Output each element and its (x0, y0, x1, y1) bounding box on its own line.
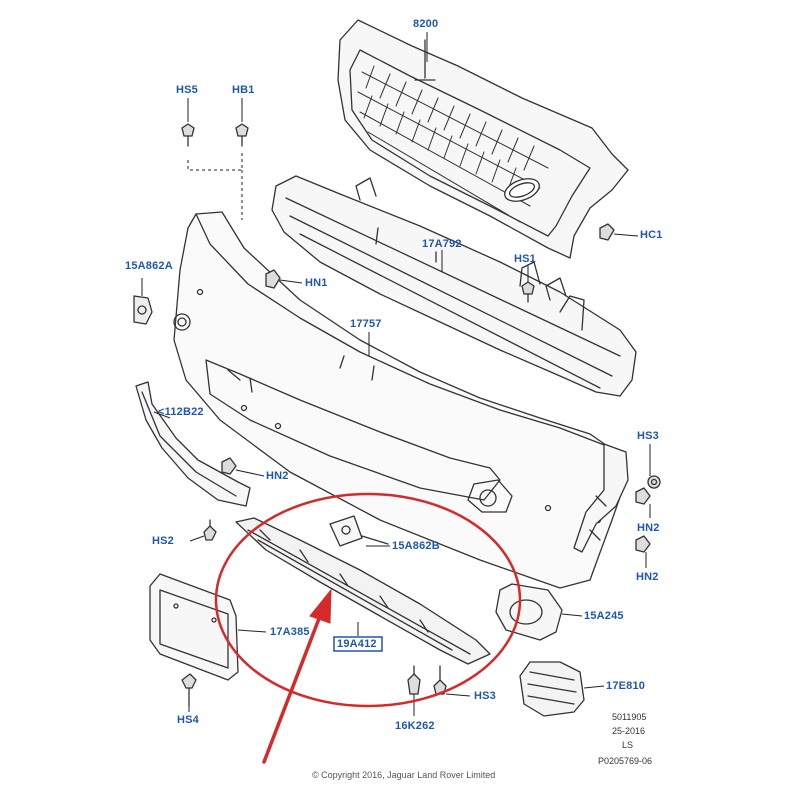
fastener-hs5 (181, 123, 195, 147)
callout-hn1: HN1 (305, 277, 328, 289)
callout-hs5: HS5 (176, 84, 198, 96)
drawing-number: 5011905 (612, 712, 647, 722)
highlight-arrow (262, 588, 332, 764)
fastener-hc1 (599, 223, 615, 241)
callout-hs3-bottom: HS3 (474, 690, 496, 702)
callout-hn2-right-b: HN2 (636, 571, 659, 583)
callout-17a385: 17A385 (270, 626, 310, 638)
callout-hs4: HS4 (177, 714, 199, 726)
fastener-hs1 (521, 281, 535, 303)
bracket-15A862B (329, 515, 389, 547)
fog-lamp-bezel-15A245 (495, 583, 563, 641)
fastener-hs4 (181, 673, 197, 707)
radiator-grille-8200 (337, 19, 629, 259)
copyright-notice: © Copyright 2016, Jaguar Land Rover Limi… (312, 770, 496, 780)
bumper-cover-17757 (173, 211, 627, 589)
fastener-16k262 (407, 665, 421, 695)
callout-box-19A412 (333, 636, 383, 652)
side-bracket-right (573, 443, 629, 553)
drawing-reference: P0205769-06 (598, 756, 653, 766)
callout-hb1: HB1 (232, 84, 255, 96)
callout-hn2-left: HN2 (266, 470, 289, 482)
fastener-hn1 (265, 269, 281, 289)
callout-hs1: HS1 (514, 253, 536, 265)
callout-17a792: 17A792 (422, 238, 462, 250)
bumper-reinforcement-17A792 (271, 175, 637, 397)
highlight-ellipse (214, 492, 522, 708)
fastener-hb1 (235, 123, 249, 147)
callout-16k262: 16K262 (395, 720, 435, 732)
callout-hs3-top: HS3 (637, 430, 659, 442)
clip-15A862A (133, 295, 153, 325)
callout-112b22: <112B22 (158, 406, 204, 418)
drawing-code: LS (622, 740, 634, 750)
callout-hc1: HC1 (640, 229, 663, 241)
fastener-hn2-right-a (635, 487, 651, 505)
drawing-date: 25-2016 (612, 726, 646, 736)
fastener-hs2 (203, 519, 217, 541)
license-plate-bracket-17A385 (149, 573, 239, 681)
fastener-hn2-right-b (635, 535, 651, 553)
callout-19a412: 19A412 (337, 638, 377, 650)
callout-15a862b: 15A862B (392, 540, 440, 552)
callout-17e810: 17E810 (606, 680, 646, 692)
lower-grille-19A412 (235, 517, 491, 665)
callout-15a862a: 15A862A (125, 260, 173, 272)
extension-trim-112B22 (135, 381, 251, 507)
callout-15a245: 15A245 (584, 610, 624, 622)
callout-17757: 17757 (350, 318, 382, 330)
fastener-hs3-bottom (433, 665, 447, 695)
fastener-hn2-left (221, 457, 237, 475)
callout-8200: 8200 (413, 18, 439, 30)
leader-lines (141, 32, 651, 716)
callout-hs2: HS2 (152, 535, 174, 547)
callout-hn2-right-a: HN2 (637, 522, 660, 534)
fog-lamp-17E810 (519, 661, 585, 717)
fastener-hs3-top (647, 475, 661, 489)
